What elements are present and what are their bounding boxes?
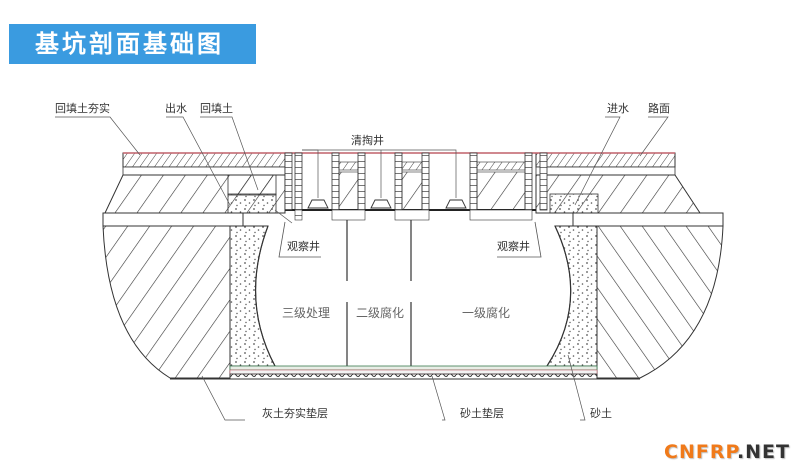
septic-tank-body — [254, 220, 572, 367]
label-lime-soil-cushion: 灰土夯实垫层 — [262, 407, 328, 420]
label-sand-cushion: 砂土垫层 — [460, 407, 504, 420]
label-inlet: 进水 — [607, 102, 629, 115]
label-observation-well-right: 观察井 — [497, 240, 530, 253]
bottom-cushion — [170, 365, 640, 380]
pit-side-walls — [102, 225, 724, 379]
upper-backfill — [104, 174, 701, 214]
label-observation-well-left: 观察井 — [287, 240, 320, 253]
cleaning-wells — [284, 149, 548, 221]
leader-lines — [55, 116, 669, 421]
chamber-label-tertiary-treatment: 三级处理 — [282, 306, 331, 320]
diagram-title: 基坑剖面基础图 — [9, 24, 256, 64]
label-backfill: 回填土 — [200, 102, 233, 115]
chamber-label-secondary-digestion: 二级腐化 — [356, 306, 405, 320]
label-outlet: 出水 — [165, 102, 187, 115]
label-road-surface: 路面 — [648, 102, 670, 115]
watermark-logo: CNFRP.NET — [664, 441, 790, 463]
sand-fill — [229, 225, 598, 367]
label-cleaning-well: 清掏井 — [351, 134, 384, 147]
label-backfill-compacted: 回填土夯实 — [55, 102, 110, 115]
watermark-part2: .NET — [736, 441, 790, 463]
chamber-label-primary-digestion: 一级腐化 — [462, 306, 511, 320]
watermark-part1: CNFRP — [664, 441, 737, 463]
label-sand: 砂土 — [590, 407, 612, 420]
